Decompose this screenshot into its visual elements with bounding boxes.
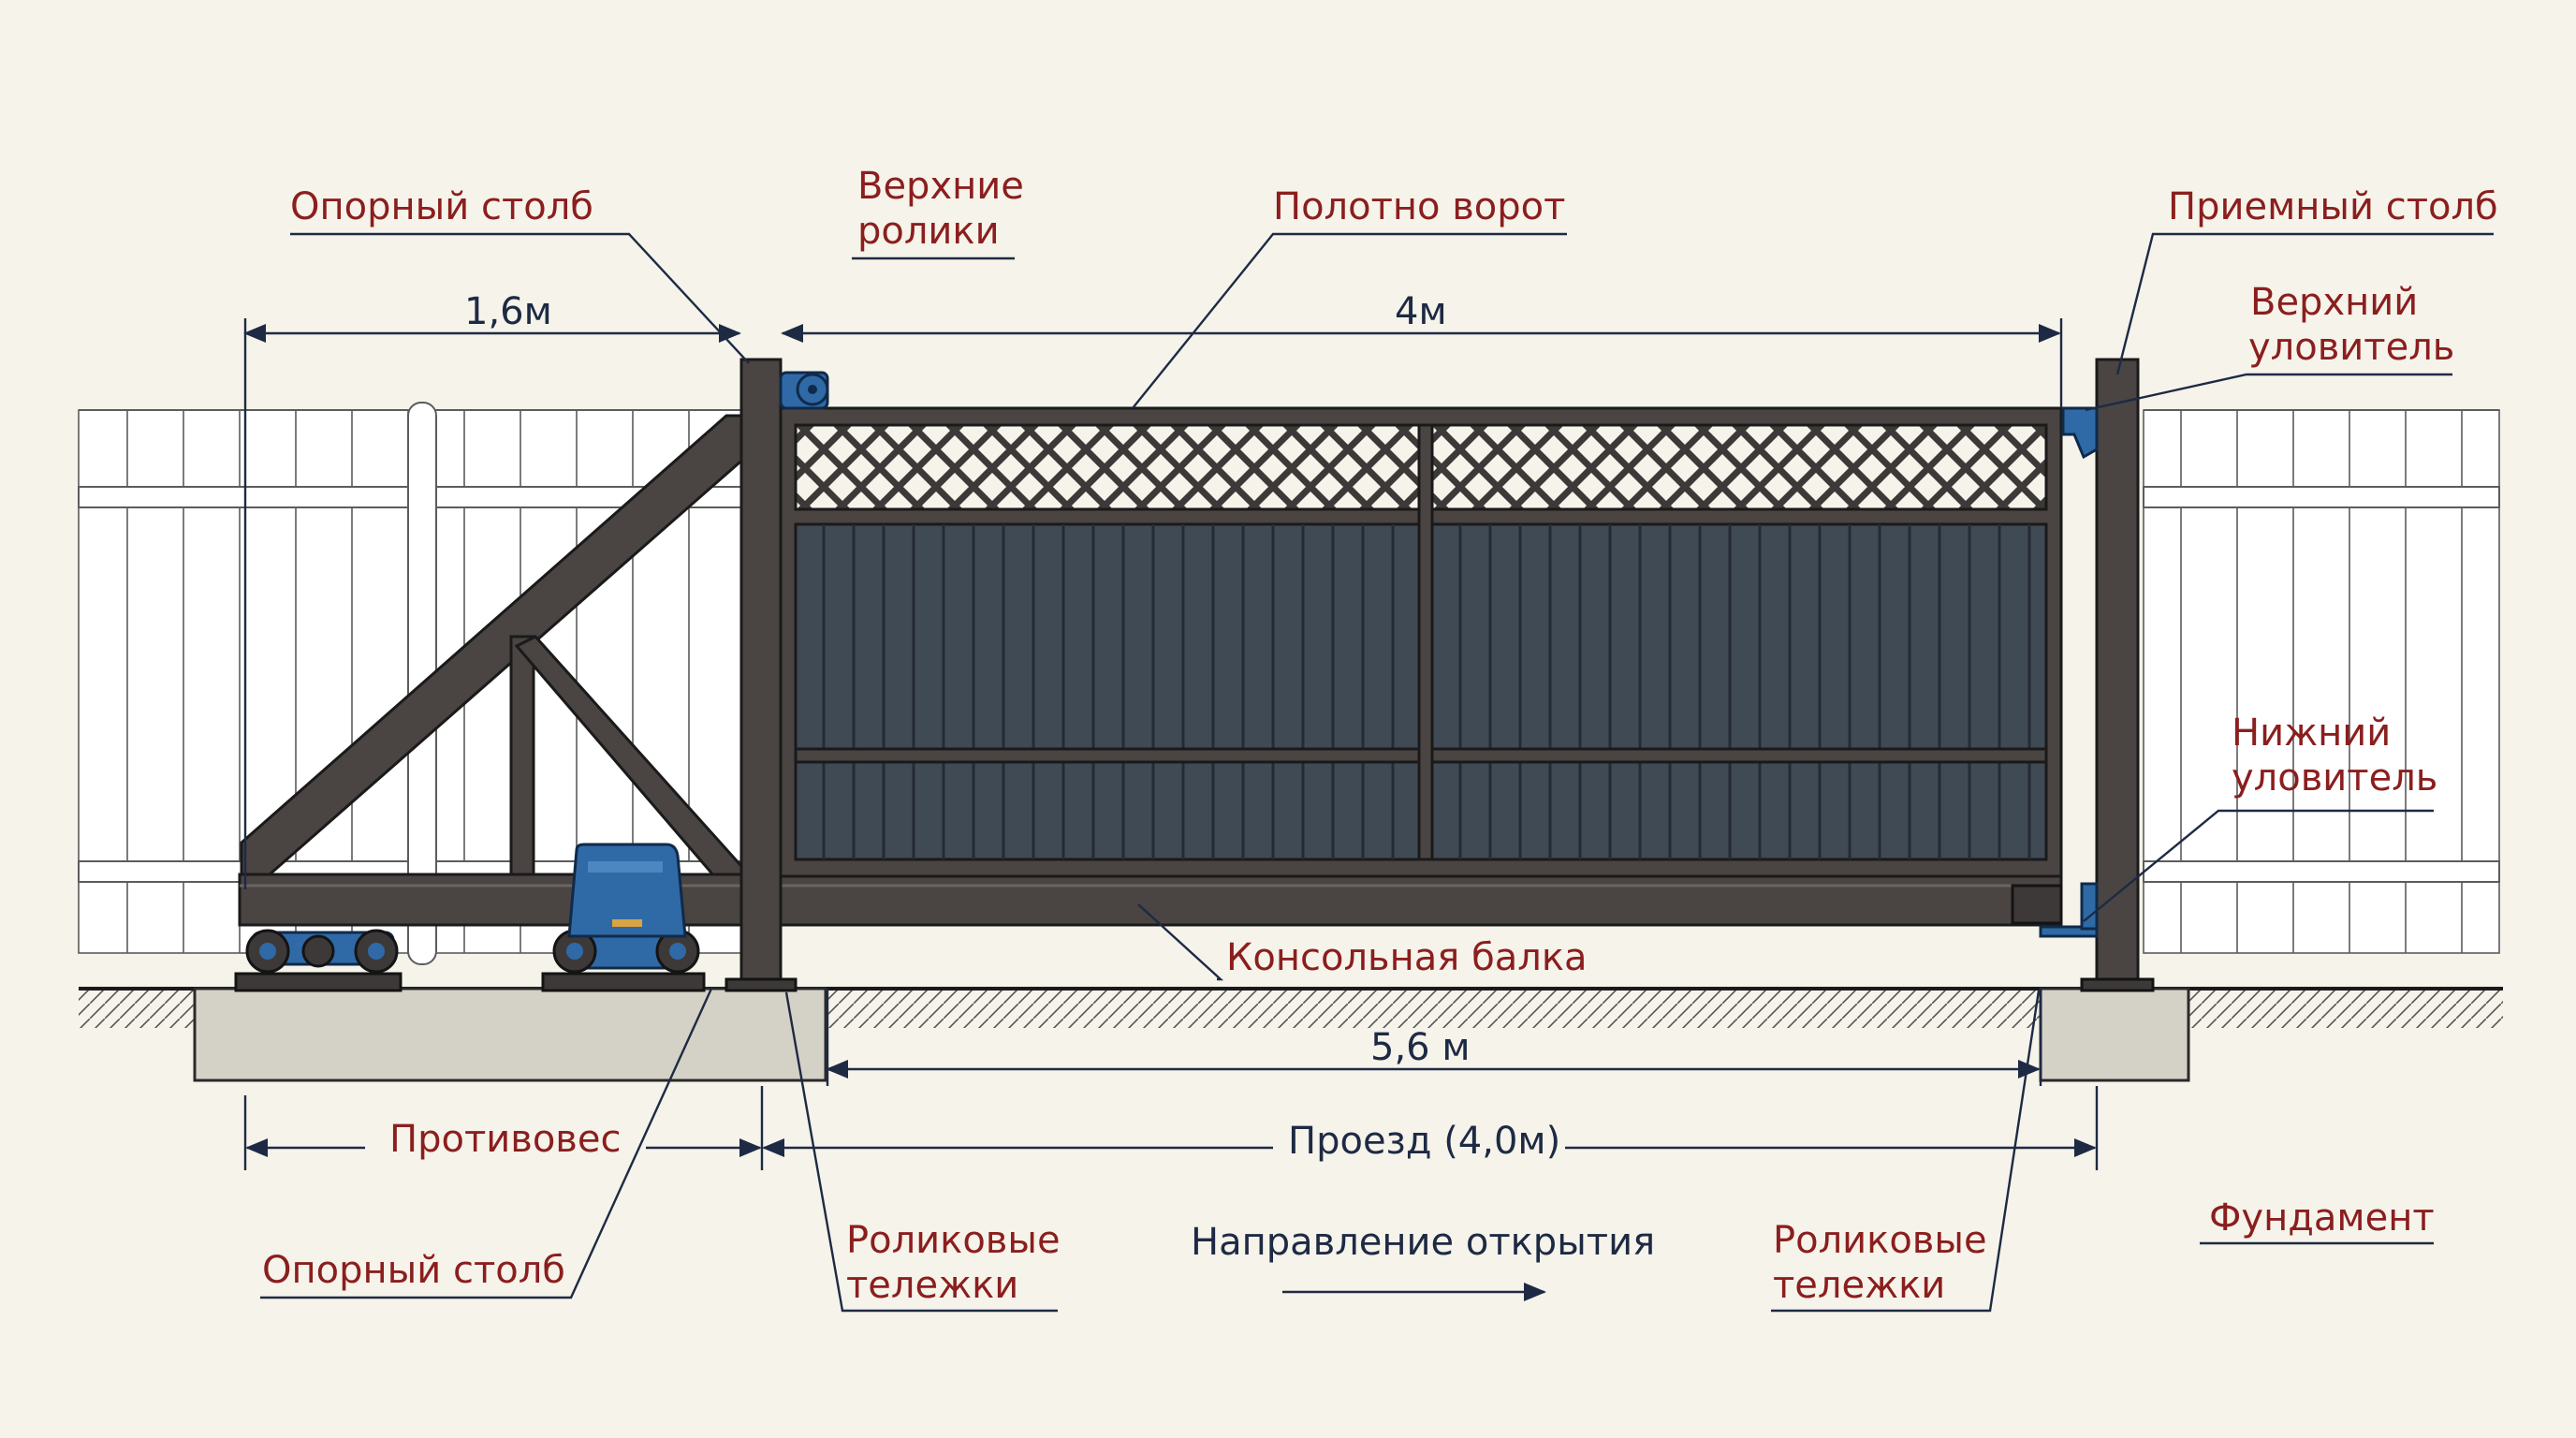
main-foundation: [193, 987, 827, 1082]
label-roller-carts-left-2: тележки: [846, 1264, 1018, 1307]
roller-cart-right-hub-2: [669, 943, 686, 960]
support-post-base: [724, 977, 798, 992]
leader-roller-carts-left: [784, 991, 1058, 1313]
cantilever-beam: [238, 873, 2063, 927]
infill-left: [794, 522, 1421, 861]
label-counterweight: Противовес: [389, 1118, 621, 1161]
label-bottom-catcher-1: Нижний: [2232, 712, 2391, 755]
label-receiving-post: Приемный столб: [2168, 185, 2498, 228]
label-top-rollers-2: ролики: [857, 210, 1000, 253]
label-top-catcher-2: уловитель: [2248, 326, 2454, 369]
dim-value-leaf: 4м: [1395, 290, 1447, 333]
label-foundation: Фундамент: [2209, 1196, 2435, 1240]
label-gate-leaf: Полотно ворот: [1273, 185, 1565, 228]
dimension-lines: [243, 318, 2099, 1301]
label-roller-carts-right-1: Роликовые: [1773, 1219, 1987, 1262]
label-bottom-catcher-2: уловитель: [2232, 756, 2437, 800]
leader-lines: [260, 232, 2494, 1313]
leader-support-post-bottom: [260, 988, 713, 1299]
support-post: [724, 358, 798, 992]
foundations: [193, 987, 2190, 1082]
top-rollers: [779, 371, 829, 410]
gate-drive-with-cart: [541, 843, 706, 992]
labels: Опорный столб Верхние ролики Полотно вор…: [262, 165, 2498, 1307]
label-opening-direction: Направление открытия: [1191, 1221, 1655, 1264]
receiving-foundation: [2039, 987, 2190, 1082]
leader-cantilever-beam: [1137, 903, 1224, 981]
roller-cart-left-hub-3: [368, 943, 385, 960]
infill-ribs: [822, 524, 2031, 859]
support-post-body: [739, 358, 783, 990]
dim-value-counterweight: 1,6м: [464, 290, 552, 333]
gate-leaf: [779, 406, 2063, 878]
gate-center-post: [1417, 423, 1434, 861]
label-roller-carts-right-2: тележки: [1773, 1264, 1945, 1307]
leader-roller-carts-right: [1771, 990, 2041, 1313]
leader-gate-leaf: [1132, 232, 1567, 409]
receiving-post-base: [2080, 977, 2155, 992]
gate-drive-plate: [612, 919, 642, 927]
counterweight-frame: [238, 414, 2063, 927]
label-top-rollers-1: Верхние: [857, 165, 1024, 208]
roller-cart-right-base: [541, 972, 706, 992]
dim-value-passage: Проезд (4,0м): [1288, 1120, 1560, 1163]
leader-receiving-post: [2115, 232, 2494, 375]
beam-end-cap: [2011, 884, 2063, 925]
dim-value-total: 5,6 м: [1370, 1026, 1471, 1069]
label-roller-carts-left-1: Роликовые: [846, 1219, 1061, 1262]
label-cantilever-beam: Консольная балка: [1226, 936, 1588, 979]
roller-cart-left: [234, 929, 402, 992]
roller-cart-left-hub-1: [259, 943, 276, 960]
truss-vertical: [509, 635, 535, 878]
leader-support-post-top: [290, 232, 750, 364]
gate-drive-highlight: [588, 861, 663, 873]
lattice-right: [1430, 423, 2048, 511]
infill-right: [1430, 522, 2048, 861]
lattice-left: [794, 423, 1421, 511]
top-roller-axle: [808, 385, 817, 394]
bottom-catcher-plate: [2080, 882, 2099, 931]
top-catcher: [2061, 406, 2099, 460]
roller-cart-left-wheel-2: [301, 934, 335, 968]
dimension-values: 1,6м 4м 5,6 м Проезд (4,0м): [464, 290, 1560, 1163]
fence-rail-bottom-right: [2143, 860, 2500, 883]
leader-top-catcher: [2085, 373, 2452, 412]
label-support-post-top: Опорный столб: [290, 185, 593, 228]
fence-rail-top-right: [2143, 486, 2500, 508]
label-support-post-bottom: Опорный столб: [262, 1249, 565, 1292]
leader-bottom-catcher: [2083, 809, 2434, 922]
label-top-catcher-1: Верхний: [2250, 281, 2418, 324]
roller-cart-left-base: [234, 972, 402, 992]
roller-cart-right-hub-1: [566, 943, 583, 960]
